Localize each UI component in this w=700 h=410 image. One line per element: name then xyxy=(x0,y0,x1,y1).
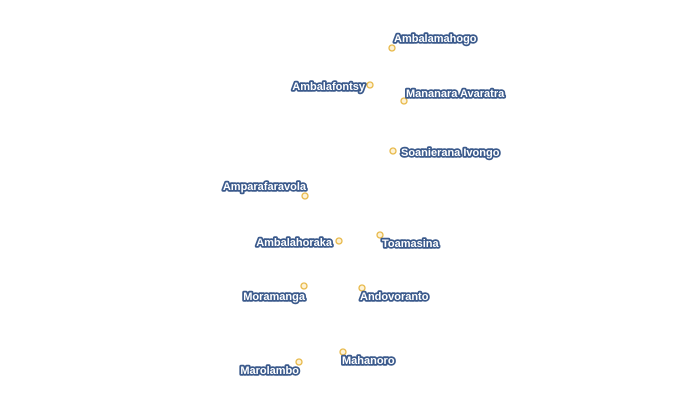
place-marker xyxy=(301,192,309,200)
place-marker xyxy=(335,237,343,245)
place-label: Ambalafontsy xyxy=(292,81,366,93)
place-soanierana-ivongo[interactable]: Soanierana Ivongo xyxy=(389,145,501,161)
place-amparafaravola[interactable]: Amparafaravola xyxy=(221,179,309,200)
place-mananara-avaratra[interactable]: Mananara Avaratra xyxy=(400,86,507,105)
place-marker xyxy=(376,231,384,239)
place-marker xyxy=(300,282,308,290)
place-ambalamahogo[interactable]: Ambalamahogo xyxy=(388,31,479,52)
place-toamasina[interactable]: Toamasina xyxy=(376,231,441,252)
place-andovoranto[interactable]: Andovoranto xyxy=(358,284,430,305)
place-mahanoro[interactable]: Mahanoro xyxy=(339,348,397,369)
place-label: Ambalahoraka xyxy=(256,237,333,249)
place-label: Soanierana Ivongo xyxy=(401,147,500,159)
place-label: Toamasina xyxy=(382,238,440,250)
place-label: Amparafaravola xyxy=(223,181,307,193)
place-label: Ambalamahogo xyxy=(394,33,477,45)
place-moramanga[interactable]: Moramanga xyxy=(242,282,308,305)
place-label: Andovoranto xyxy=(360,291,429,303)
place-label: Marolambo xyxy=(240,365,299,377)
place-marker xyxy=(339,348,347,356)
place-label: Mananara Avaratra xyxy=(406,88,505,100)
place-marker xyxy=(366,81,374,89)
place-marker xyxy=(388,44,396,52)
place-label: Moramanga xyxy=(243,291,306,303)
place-marker xyxy=(389,147,397,155)
place-label: Mahanoro xyxy=(342,355,395,367)
place-marolambo[interactable]: Marolambo xyxy=(239,358,303,379)
place-marker xyxy=(400,97,408,105)
place-ambalafontsy[interactable]: Ambalafontsy xyxy=(291,79,374,95)
place-marker xyxy=(358,284,366,292)
place-ambalahoraka[interactable]: Ambalahoraka xyxy=(254,235,343,251)
place-marker xyxy=(295,358,303,366)
